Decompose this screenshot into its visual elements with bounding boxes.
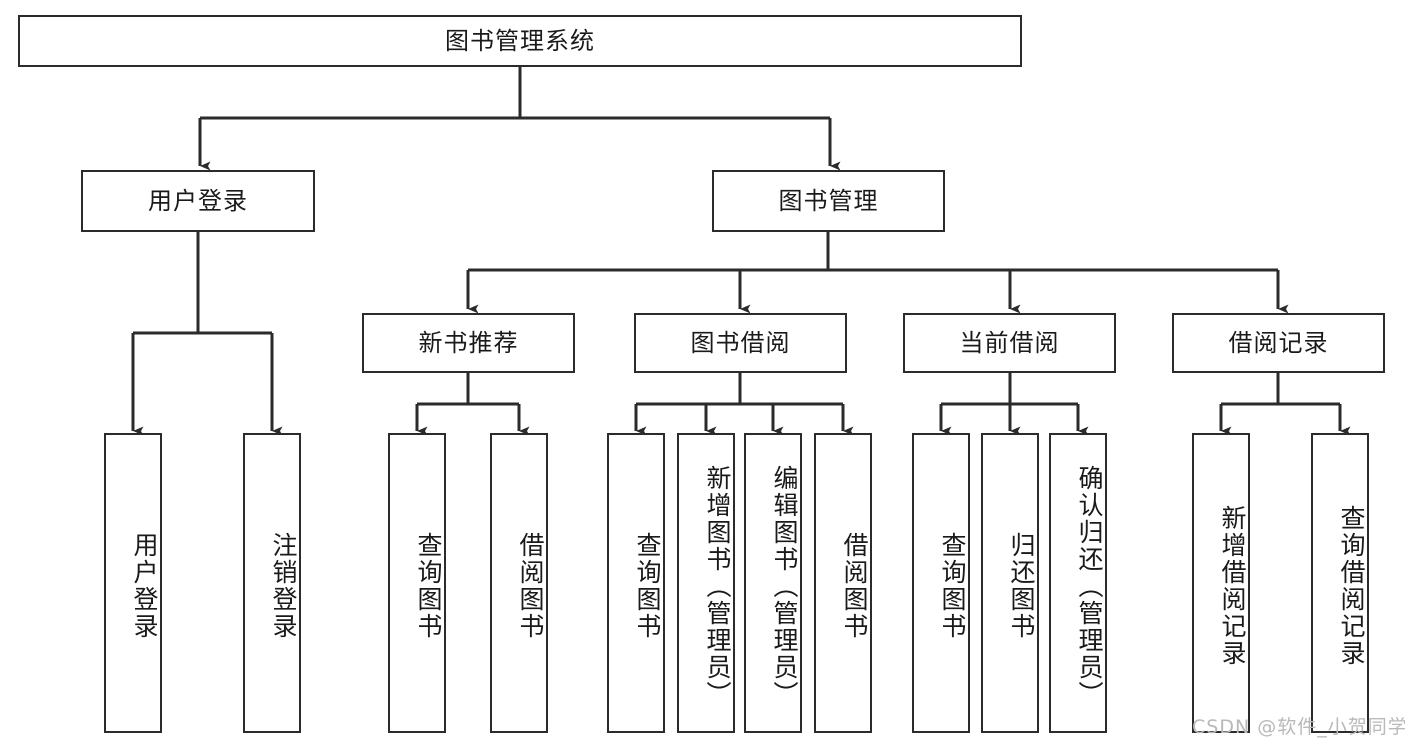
node-leaf-add-book-label: 新增图书（管理员） xyxy=(703,464,732,708)
node-new-book-recommend[interactable]: 新书推荐 xyxy=(362,313,575,373)
node-root-label: 图书管理系统 xyxy=(445,26,595,55)
node-new-book-recommend-label: 新书推荐 xyxy=(418,328,519,357)
node-current-borrow[interactable]: 当前借阅 xyxy=(903,313,1116,373)
node-leaf-confirm-return[interactable]: 确认归还（管理员） xyxy=(1049,433,1107,733)
node-leaf-add-record-label: 新增借阅记录 xyxy=(1218,505,1247,667)
node-borrow-record-label: 借阅记录 xyxy=(1228,328,1329,357)
node-leaf-user-login-label: 用户登录 xyxy=(130,532,159,640)
node-borrow-record[interactable]: 借阅记录 xyxy=(1172,313,1385,373)
node-leaf-query-book-3-label: 查询图书 xyxy=(938,532,967,640)
node-leaf-borrow-book-2-label: 借阅图书 xyxy=(840,532,869,640)
node-leaf-user-logout[interactable]: 注销登录 xyxy=(243,433,301,733)
node-leaf-edit-book[interactable]: 编辑图书（管理员） xyxy=(744,433,802,733)
node-leaf-return-book-label: 归还图书 xyxy=(1007,532,1036,640)
node-leaf-query-book-1[interactable]: 查询图书 xyxy=(388,433,446,733)
node-leaf-borrow-book-1[interactable]: 借阅图书 xyxy=(490,433,548,733)
node-leaf-query-book-1-label: 查询图书 xyxy=(414,532,443,640)
node-user-login-label: 用户登录 xyxy=(148,186,248,215)
node-current-borrow-label: 当前借阅 xyxy=(959,328,1060,357)
node-leaf-borrow-book-1-label: 借阅图书 xyxy=(516,532,545,640)
node-leaf-add-record[interactable]: 新增借阅记录 xyxy=(1192,433,1250,733)
node-leaf-query-record-label: 查询借阅记录 xyxy=(1337,505,1366,667)
node-leaf-query-book-2[interactable]: 查询图书 xyxy=(607,433,665,733)
node-leaf-return-book[interactable]: 归还图书 xyxy=(981,433,1039,733)
node-leaf-edit-book-label: 编辑图书（管理员） xyxy=(770,464,799,708)
node-leaf-query-record[interactable]: 查询借阅记录 xyxy=(1311,433,1369,733)
node-leaf-user-logout-label: 注销登录 xyxy=(269,532,298,640)
node-book-manage-label: 图书管理 xyxy=(778,186,879,215)
node-leaf-borrow-book-2[interactable]: 借阅图书 xyxy=(814,433,872,733)
node-leaf-user-login[interactable]: 用户登录 xyxy=(104,433,162,733)
node-user-login[interactable]: 用户登录 xyxy=(81,170,315,232)
node-root[interactable]: 图书管理系统 xyxy=(18,15,1022,67)
node-leaf-add-book[interactable]: 新增图书（管理员） xyxy=(677,433,735,733)
node-leaf-query-book-2-label: 查询图书 xyxy=(633,532,662,640)
node-book-borrow[interactable]: 图书借阅 xyxy=(634,313,847,373)
node-leaf-confirm-return-label: 确认归还（管理员） xyxy=(1075,464,1104,708)
node-book-manage[interactable]: 图书管理 xyxy=(712,170,945,232)
node-leaf-query-book-3[interactable]: 查询图书 xyxy=(912,433,970,733)
node-book-borrow-label: 图书借阅 xyxy=(690,328,791,357)
